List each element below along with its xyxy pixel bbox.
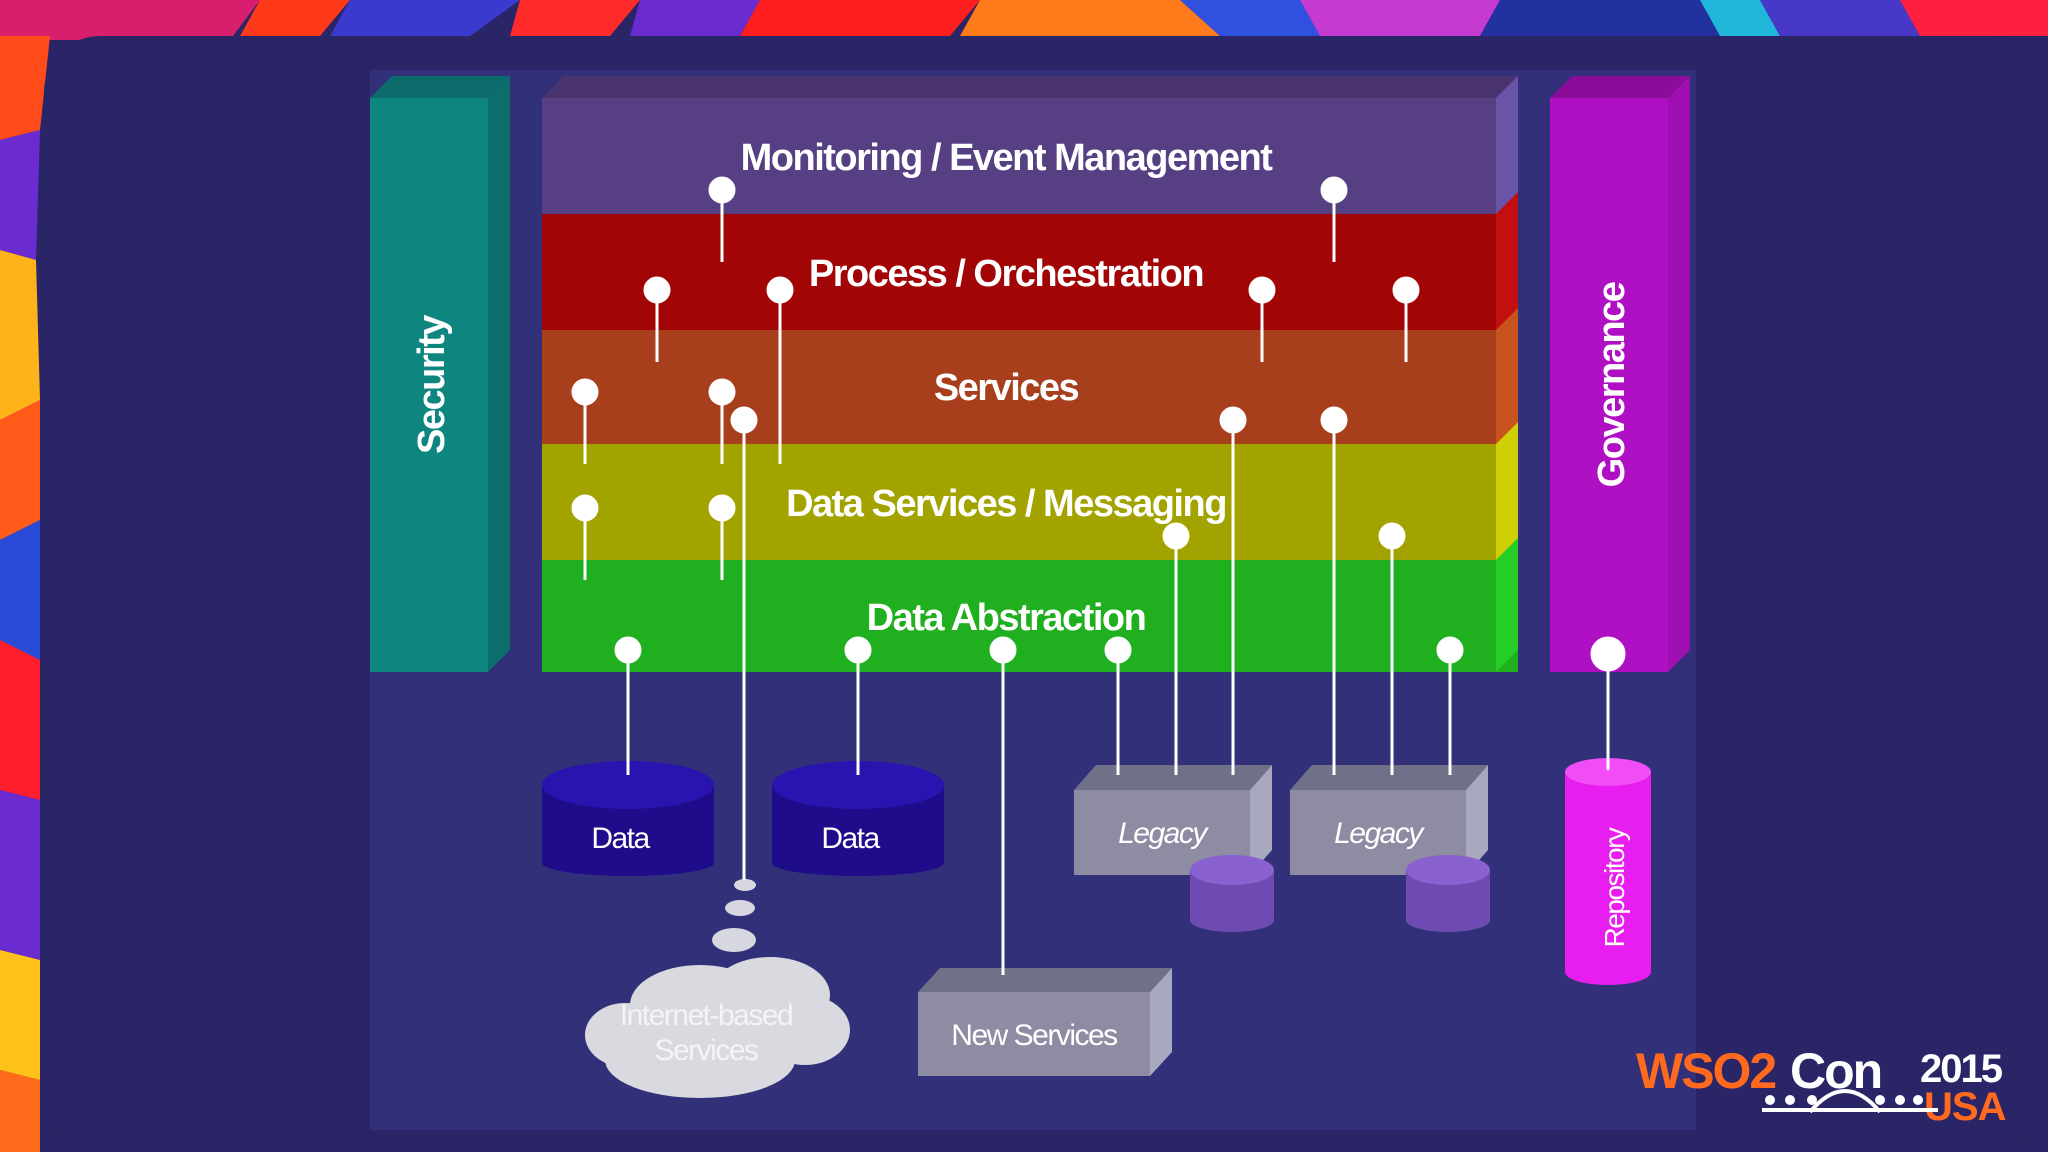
connector-pin	[643, 276, 671, 304]
logo-year: 2015	[1920, 1047, 2003, 1091]
connector-pin	[571, 494, 599, 522]
legacy-system-1: Legacy	[1074, 765, 1274, 932]
connector-pin	[1392, 276, 1420, 304]
connector-pin	[708, 494, 736, 522]
connector-pin	[1320, 406, 1348, 434]
connectors	[571, 176, 1626, 975]
connector-pin	[571, 378, 599, 406]
layer-data-abstraction	[542, 560, 1518, 672]
data-store-1: Data	[542, 761, 714, 876]
connector-pin	[844, 636, 872, 664]
legacy-2-label: Legacy	[1334, 817, 1425, 850]
logo-brand-left: WSO2	[1636, 1043, 1775, 1099]
wso2con-logo: WSO2 Con 2015 USA	[1636, 1043, 2007, 1129]
layer-label-monitoring: Monitoring / Event Management	[741, 137, 1274, 179]
connector-pin	[989, 636, 1017, 664]
legacy-1-label: Legacy	[1118, 817, 1209, 850]
layer-data-services	[542, 444, 1518, 560]
internet-services-label-line1: Internet-based	[620, 999, 792, 1032]
logo-location: USA	[1924, 1085, 2006, 1129]
new-services-box: New Services	[918, 968, 1172, 1076]
connector-pin	[1320, 176, 1348, 204]
data-store-1-label: Data	[591, 822, 650, 855]
security-label: Security	[411, 315, 453, 454]
layer-process	[542, 214, 1518, 330]
repository: Repository	[1565, 758, 1651, 985]
connector-pin	[708, 176, 736, 204]
connector-pin	[1436, 636, 1464, 664]
connector-pin	[766, 276, 794, 304]
governance-pillar: Governance	[1550, 76, 1690, 672]
logo-brand-right: Con	[1790, 1043, 1881, 1099]
layer-stack: Monitoring / Event Management Process / …	[542, 76, 1518, 672]
internet-services-label-line2: Services	[654, 1034, 758, 1067]
layer-monitoring	[542, 98, 1518, 214]
layer-label-process: Process / Orchestration	[809, 253, 1203, 295]
layer-services	[542, 330, 1518, 444]
connector-pin	[1590, 636, 1626, 672]
connector-pin	[1219, 406, 1247, 434]
connector-pin	[1162, 522, 1190, 550]
new-services-label: New Services	[951, 1019, 1117, 1052]
governance-label: Governance	[1591, 282, 1633, 487]
data-store-2: Data	[772, 761, 944, 876]
repository-label: Repository	[1599, 827, 1630, 947]
layer-label-services: Services	[934, 367, 1079, 409]
connector-pin	[1104, 636, 1132, 664]
connector-pin	[730, 406, 758, 434]
connector-pin	[614, 636, 642, 664]
logo-people-icon	[1762, 1095, 1938, 1112]
connector-pin	[1248, 276, 1276, 304]
legacy-system-2: Legacy	[1290, 765, 1490, 932]
connector-pin	[1378, 522, 1406, 550]
internet-services-cloud: Internet-based Services	[585, 879, 850, 1098]
logo-arc	[1808, 1089, 1882, 1114]
layer-label-data-services: Data Services / Messaging	[786, 483, 1226, 525]
layer-label-data-abstraction: Data Abstraction	[867, 597, 1146, 639]
connector-pin	[708, 378, 736, 406]
security-pillar: Security	[370, 76, 510, 672]
data-store-2-label: Data	[821, 822, 880, 855]
